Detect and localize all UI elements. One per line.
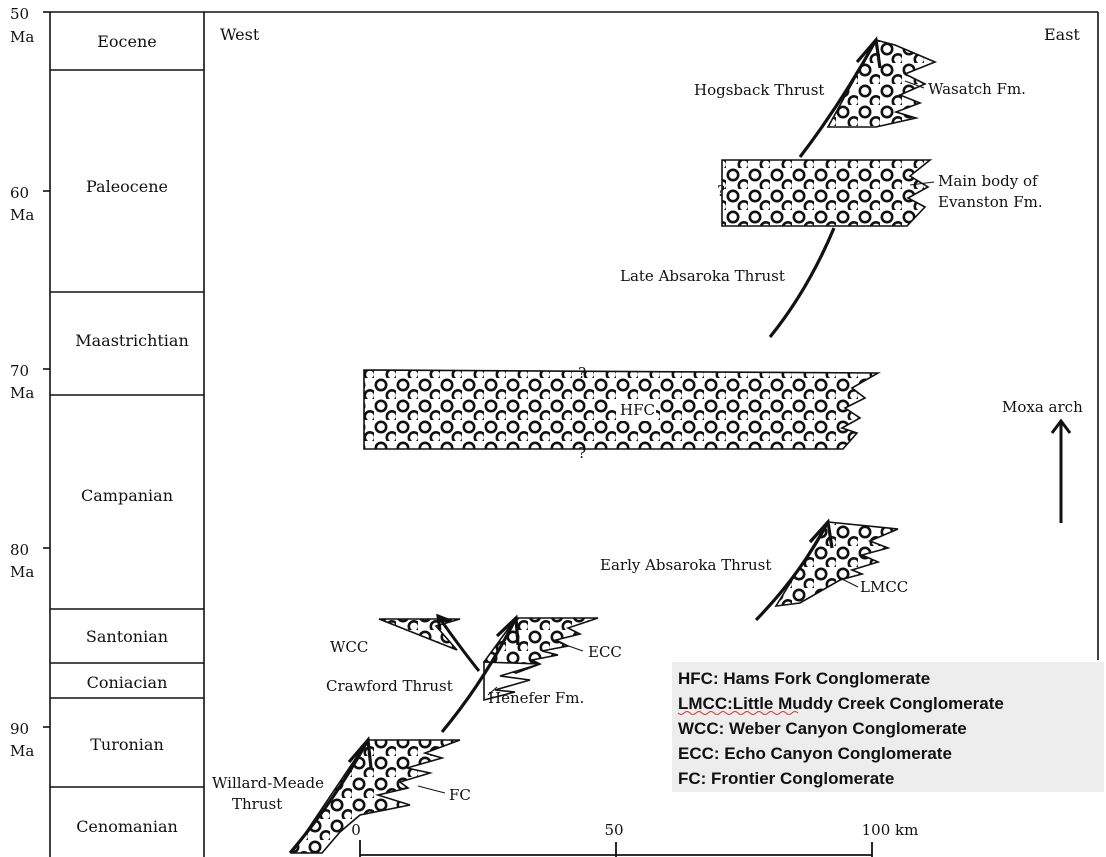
stage-maastrichtian: Maastrichtian (75, 331, 189, 350)
stage-cenomanian: Cenomanian (76, 817, 178, 836)
scale-tick-0: 0 (351, 821, 361, 839)
scale-tick-100: 100 km (862, 821, 919, 839)
hogsback-thrust-label: Hogsback Thrust (694, 81, 824, 99)
stage-eocene: Eocene (97, 32, 157, 51)
wasatch-fm-label: Wasatch Fm. (928, 80, 1026, 98)
main-body-label-line1: Main body of (938, 172, 1039, 190)
stage-paleocene: Paleocene (86, 177, 168, 196)
wasatch-wedge (828, 40, 935, 127)
fc-wedge (292, 740, 460, 853)
scale-tick-50: 50 (604, 821, 623, 839)
west-label: West (220, 25, 260, 44)
lmcc-label: LMCC (860, 578, 908, 596)
legend-hfc: HFC: Hams Fork Conglomerate (678, 669, 930, 688)
tick-80: 80 (10, 541, 29, 559)
tick-50-unit: Ma (10, 28, 34, 46)
fc-label: FC (449, 786, 471, 804)
legend: HFC: Hams Fork Conglomerate LMCC:Little … (672, 662, 1104, 792)
tick-60-unit: Ma (10, 206, 34, 224)
stage-campanian: Campanian (81, 486, 173, 505)
hfc-question-bottom: ? (578, 444, 586, 462)
tick-70: 70 (10, 362, 29, 380)
tick-60: 60 (10, 184, 29, 202)
willard-meade-label-line1: Willard-Meade (212, 774, 324, 792)
wcc-wedge (379, 619, 460, 650)
henefer-fm-label: Henefer Fm. (488, 689, 584, 707)
crawford-thrust-label: Crawford Thrust (326, 677, 453, 695)
legend-fc: FC: Frontier Conglomerate (678, 769, 894, 788)
tick-90-unit: Ma (10, 742, 34, 760)
early-absaroka-thrust-label: Early Absaroka Thrust (600, 556, 771, 574)
ecc-label: ECC (588, 643, 622, 661)
wcc-label: WCC (330, 638, 368, 656)
stage-turonian: Turonian (90, 735, 164, 754)
willard-meade-label-line2: Thrust (232, 795, 282, 813)
tick-80-unit: Ma (10, 563, 34, 581)
late-absaroka-thrust-label: Late Absaroka Thrust (620, 267, 785, 285)
evanston-block (722, 160, 930, 226)
tick-70-unit: Ma (10, 384, 34, 402)
legend-ecc: ECC: Echo Canyon Conglomerate (678, 744, 952, 763)
moxa-arch-label: Moxa arch (1002, 398, 1083, 416)
scale-bar (360, 840, 872, 857)
stage-coniacian: Coniacian (87, 673, 168, 692)
lmcc-leader (840, 578, 858, 587)
legend-lmcc: LMCC:Little Muddy Creek Conglomerate (678, 694, 1004, 713)
east-label: East (1044, 25, 1080, 44)
main-body-label-line2: Evanston Fm. (938, 193, 1043, 211)
legend-wcc: WCC: Weber Canyon Conglomerate (678, 719, 967, 738)
tick-90: 90 (10, 720, 29, 738)
fc-leader (418, 786, 445, 793)
time-axis (43, 12, 50, 727)
evanston-question-mark: ? (717, 182, 725, 200)
hfc-question-top: ? (578, 364, 586, 382)
moxa-arch-arrow (1052, 421, 1070, 523)
stage-santonian: Santonian (86, 627, 168, 646)
hfc-label: HFC (620, 401, 655, 419)
tick-50: 50 (10, 5, 29, 23)
